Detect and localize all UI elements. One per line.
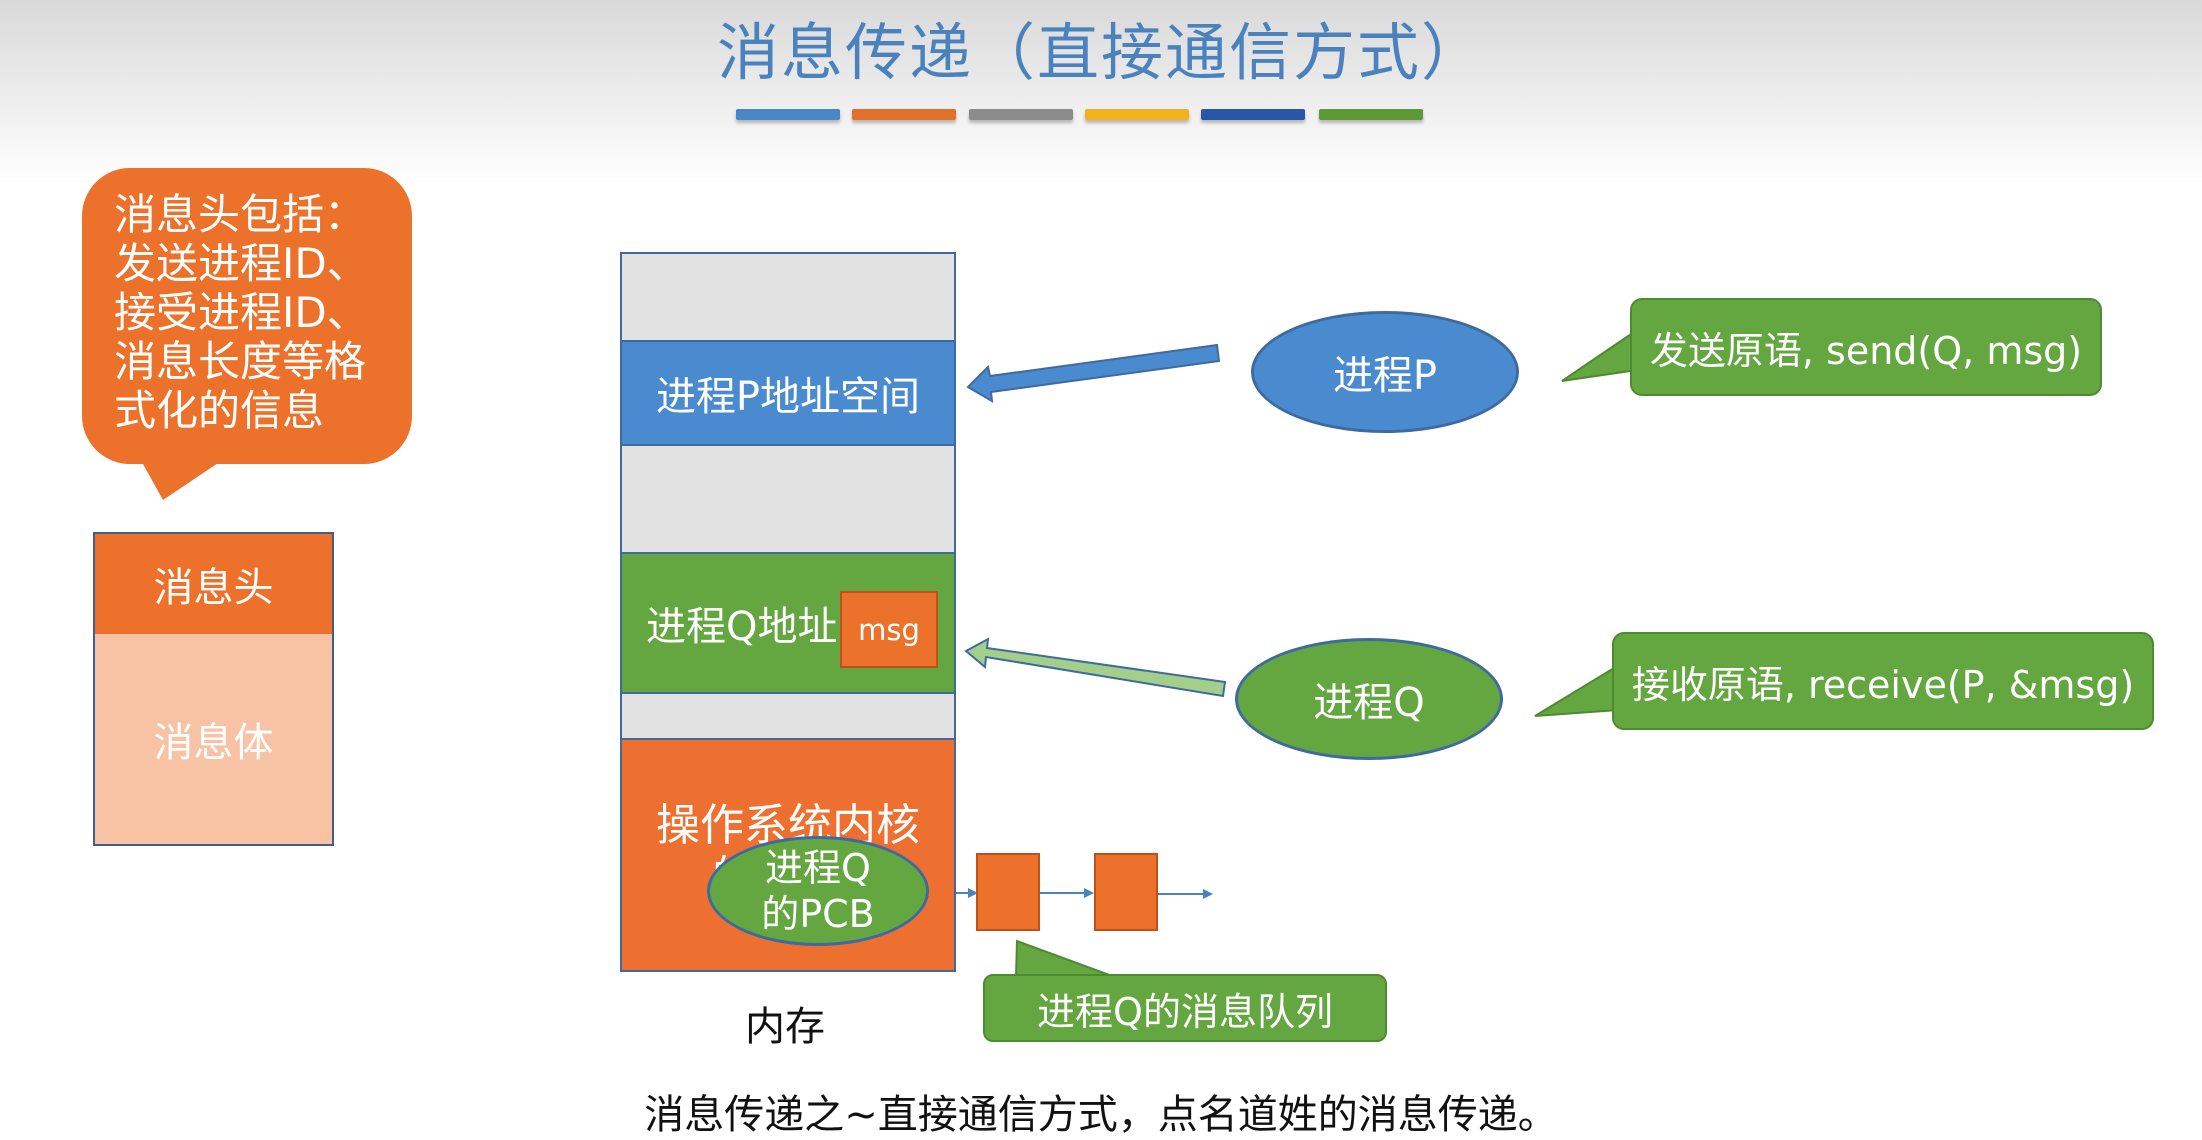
queue-link-2-arrowhead bbox=[1203, 889, 1213, 899]
receive-primitive-callout: 接收原语, receive(P, &msg) bbox=[1612, 632, 2154, 730]
send-callout-tail bbox=[1561, 328, 1638, 382]
process-p-address-space: 进程P地址空间 bbox=[620, 340, 956, 446]
title-bar-3 bbox=[969, 109, 1073, 120]
callout-line: 消息长度等格 bbox=[114, 337, 367, 386]
title-bar-5 bbox=[1201, 109, 1305, 120]
send-primitive-callout: 发送原语, send(Q, msg) bbox=[1630, 298, 2102, 396]
queue-message-box-1 bbox=[976, 853, 1040, 931]
msg-box: msg bbox=[840, 591, 938, 668]
message-body-block: 消息体 bbox=[93, 634, 334, 846]
callout-line: 发送进程ID、 bbox=[114, 239, 369, 288]
callout-line: 消息头包括： bbox=[114, 190, 367, 239]
caption: 消息传递之~直接通信方式，点名道姓的消息传递。 bbox=[644, 1092, 1558, 1138]
process-q-address-label: 进程Q地址 bbox=[646, 604, 838, 650]
memory-label: 内存 bbox=[745, 1004, 825, 1050]
arrow-q-to-address-space bbox=[964, 637, 1227, 698]
title-bar-1 bbox=[736, 109, 840, 120]
callout-line: 接受进程ID、 bbox=[114, 288, 369, 337]
title-bar-6 bbox=[1319, 109, 1423, 120]
header-background bbox=[0, 0, 2202, 185]
process-q-node: 进程Q bbox=[1235, 638, 1503, 760]
process-p-node: 进程P bbox=[1251, 311, 1519, 433]
arrow-p-to-address-space bbox=[966, 343, 1221, 403]
pcb-line: 进程Q bbox=[765, 846, 871, 890]
message-header-callout: 消息头包括： 发送进程ID、 接受进程ID、 消息长度等格 式化的信息 bbox=[82, 168, 412, 464]
queue-callout-tail bbox=[1014, 939, 1113, 977]
pcb-to-queue-arrowhead bbox=[968, 888, 978, 898]
message-head-block: 消息头 bbox=[93, 532, 334, 636]
title-bar-2 bbox=[852, 109, 956, 120]
header-callout-tail bbox=[138, 455, 230, 500]
pcb-line: 的PCB bbox=[761, 892, 875, 936]
receive-callout-tail bbox=[1534, 663, 1620, 717]
title-bar-4 bbox=[1085, 109, 1189, 120]
queue-message-box-2 bbox=[1094, 853, 1158, 931]
process-q-pcb: 进程Q 的PCB bbox=[707, 836, 929, 946]
message-queue-callout: 进程Q的消息队列 bbox=[983, 974, 1387, 1042]
queue-link-1-arrowhead bbox=[1084, 888, 1094, 898]
callout-line: 式化的信息 bbox=[114, 386, 325, 435]
page-title: 消息传递（直接通信方式） bbox=[716, 16, 1485, 89]
